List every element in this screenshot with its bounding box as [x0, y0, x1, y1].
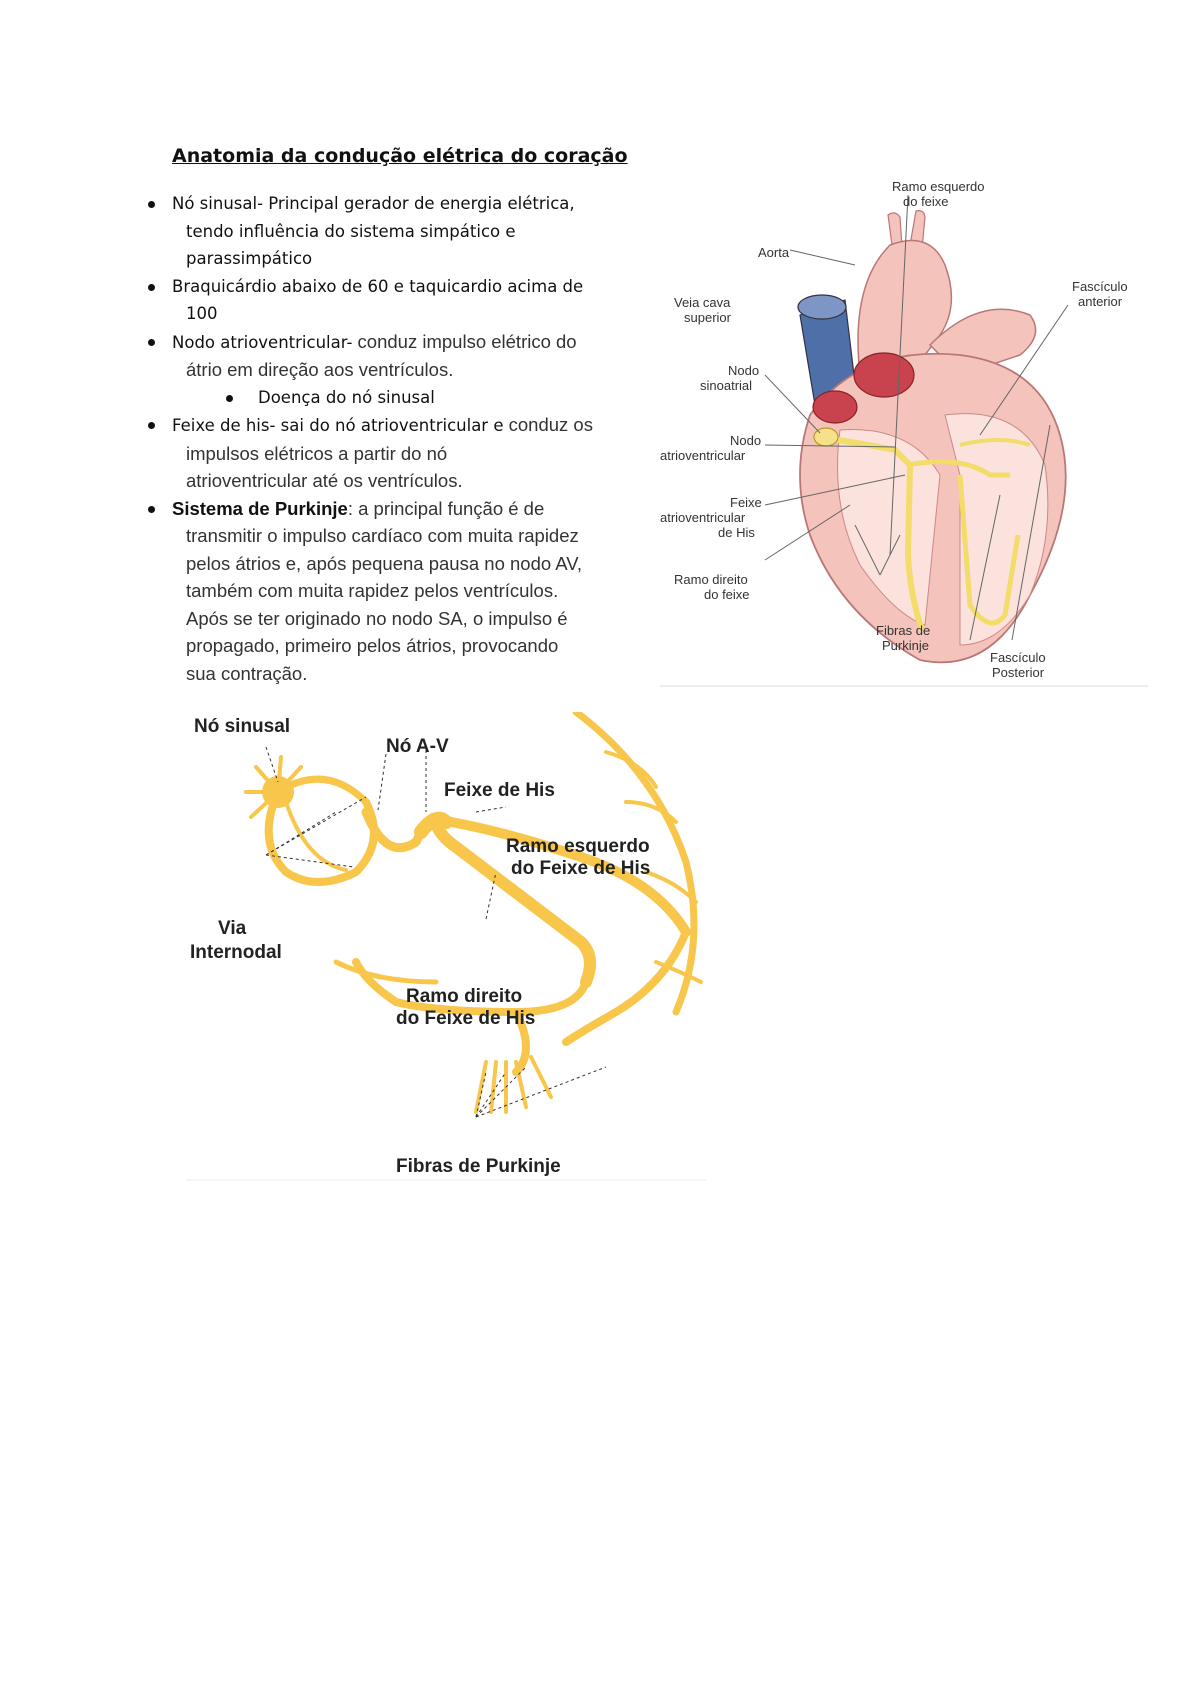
- item-text: : a principal função é de: [347, 497, 545, 519]
- label-nodo-sinoatrial: Nodo: [728, 363, 759, 378]
- item-text-cont: parassimpático: [186, 249, 313, 268]
- label-fibras-purkinje: Fibras de: [876, 623, 930, 638]
- item-text-cont: tendo influência do sistema simpático e: [186, 221, 516, 241]
- label-feixe-his-3: de His: [718, 525, 755, 540]
- label-fasciculo-anterior-2: anterior: [1078, 294, 1123, 309]
- bullet-dot: [148, 422, 155, 429]
- label-ramo-direito-2: do feixe: [704, 587, 750, 602]
- label-ramo-esquerdo: Ramo esquerdo: [892, 179, 985, 194]
- list-item: Nó sinusal- Principal gerador de energia…: [146, 190, 646, 273]
- list-item: Nodo atrioventricular- conduz impulso el…: [146, 328, 646, 384]
- bullet-dot: [148, 283, 155, 291]
- list-item: Braquicárdio abaixo de 60 e taquicardio …: [146, 273, 646, 328]
- label-fibras-purkinje-2: Purkinje: [882, 638, 929, 653]
- bullet-list: Nó sinusal- Principal gerador de energia…: [146, 190, 646, 687]
- list-item-sub: Doença do nó sinusal: [146, 384, 646, 412]
- label-ramo-direito-2: do Feixe de His: [396, 1008, 535, 1029]
- item-text-cont: Após se ter originado no nodo SA, o impu…: [186, 607, 568, 629]
- item-label: Feixe de his- sai do nó atrioventricular…: [172, 416, 504, 435]
- label-ramo-esquerdo-2: do Feixe de His: [511, 858, 650, 879]
- label-feixe-his: Feixe de His: [444, 780, 555, 801]
- label-aorta: Aorta: [758, 245, 790, 260]
- item-text-cont: impulsos elétricos a partir do nó: [186, 442, 448, 464]
- bullet-dot: [148, 505, 155, 513]
- item-label: Nó sinusal-: [172, 194, 264, 213]
- item-text-cont: atrioventricular até os ventrículos.: [186, 470, 463, 491]
- item-text-cont: sua contração.: [186, 662, 308, 684]
- label-ramo-esquerdo: Ramo esquerdo: [506, 836, 650, 857]
- bullet-dot: [148, 338, 155, 346]
- item-text-cont: transmitir o impulso cardíaco com muita …: [186, 525, 579, 546]
- page-title: Anatomia da condução elétrica do coração: [172, 145, 628, 167]
- conduction-system-figure: Nó sinusal Nó A-V Feixe de His Ramo esqu…: [186, 712, 706, 1181]
- item-text: Braquicárdio abaixo de 60 e taquicardio …: [172, 276, 584, 296]
- label-via-internodal: Via: [218, 918, 247, 939]
- label-veia-cava: Veia cava: [674, 295, 731, 310]
- label-via-internodal-2: Internodal: [190, 942, 282, 963]
- label-ramo-esquerdo-2: do feixe: [903, 194, 949, 209]
- heart-conduction-figure: Ramo esquerdo do feixe Aorta Veia cava s…: [660, 179, 1148, 687]
- label-ramo-direito: Ramo direito: [406, 986, 522, 1007]
- label-no-av: Nó A-V: [386, 736, 449, 757]
- label-nodo-sinoatrial-2: sinoatrial: [700, 378, 752, 393]
- item-text: conduz impulso elétrico do: [352, 330, 577, 352]
- list-item: Feixe de his- sai do nó atrioventricular…: [146, 411, 646, 495]
- label-feixe-his-2: atrioventricular: [660, 510, 746, 525]
- item-text-cont: também com muita rapidez pelos ventrícul…: [186, 580, 559, 601]
- label-nodo-av: Nodo: [730, 433, 761, 448]
- label-fasciculo-posterior: Fascículo: [990, 650, 1046, 665]
- label-fibras-purkinje: Fibras de Purkinje: [396, 1156, 561, 1177]
- item-text-cont: pelos átrios e, após pequena pausa no no…: [186, 552, 583, 574]
- label-veia-cava-2: superior: [684, 310, 732, 325]
- label-nodo-av-2: atrioventricular: [660, 448, 746, 463]
- bullet-dot: [226, 394, 233, 402]
- item-label: Nodo atrioventricular-: [172, 332, 353, 352]
- bullet-dot: [148, 201, 155, 208]
- label-feixe-his: Feixe: [730, 495, 762, 510]
- label-no-sinusal: Nó sinusal: [194, 716, 290, 737]
- item-text-cont: átrio em direção aos ventrículos.: [186, 359, 454, 380]
- list-item: Sistema de Purkinje: a principal função …: [146, 495, 646, 688]
- item-text-cont: propagado, primeiro pelos átrios, provoc…: [186, 635, 559, 656]
- label-fasciculo-posterior-2: Posterior: [992, 665, 1045, 680]
- item-text: Doença do nó sinusal: [258, 387, 435, 407]
- label-ramo-direito: Ramo direito: [674, 572, 748, 587]
- item-label: Sistema de Purkinje: [172, 497, 348, 519]
- item-text: conduz os: [503, 414, 593, 435]
- item-text-cont: 100: [186, 304, 218, 323]
- label-fasciculo-anterior: Fascículo: [1072, 279, 1128, 294]
- item-text: Principal gerador de energia elétrica,: [263, 194, 575, 213]
